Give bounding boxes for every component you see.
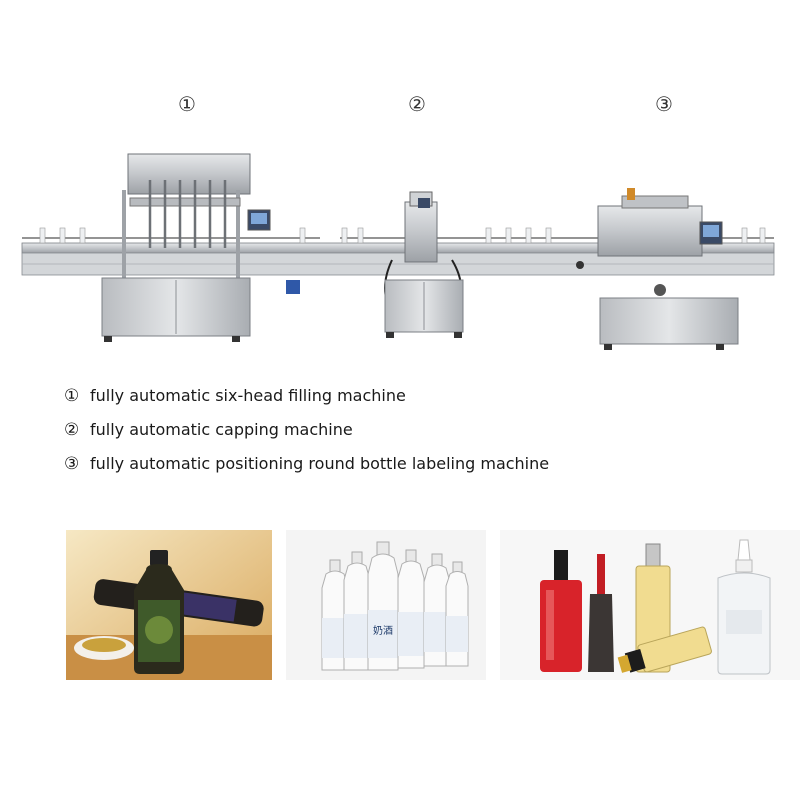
nail-polish-bottle bbox=[540, 550, 582, 672]
step-marker-1: ① bbox=[178, 92, 196, 116]
caption-2: ② fully automatic capping machine bbox=[64, 418, 549, 452]
caption-3: ③ fully automatic positioning round bott… bbox=[64, 452, 549, 486]
caption-1: ① fully automatic six-head filling machi… bbox=[64, 384, 549, 418]
caption-1-text: fully automatic six-head filling machine bbox=[90, 386, 406, 405]
machine-captions: ① fully automatic six-head filling machi… bbox=[64, 384, 549, 486]
caption-2-text: fully automatic capping machine bbox=[90, 420, 353, 439]
capping-machine bbox=[384, 191, 464, 338]
cosmetic-bottles-photo bbox=[500, 530, 800, 680]
six-head-filling-machine bbox=[101, 153, 300, 342]
white-bottles-photo: 奶酒 bbox=[286, 530, 486, 680]
step-marker-2: ② bbox=[408, 92, 426, 116]
conveyor-belt bbox=[21, 237, 775, 276]
conveyor-bottles bbox=[39, 227, 766, 244]
bottle-label-text: 奶酒 bbox=[373, 625, 393, 637]
white-bottles-group: 奶酒 bbox=[321, 541, 469, 671]
clear-dropper-bottle bbox=[717, 539, 771, 675]
sauce-bottle-photo bbox=[66, 530, 272, 680]
production-line-illustration bbox=[21, 153, 775, 350]
caption-3-number: ③ bbox=[64, 454, 80, 474]
step-marker-3: ③ bbox=[655, 92, 673, 116]
oil-bottle-lying bbox=[617, 626, 712, 673]
caption-3-text: fully automatic positioning round bottle… bbox=[90, 454, 550, 473]
caption-1-number: ① bbox=[64, 386, 80, 406]
labeling-machine bbox=[576, 188, 739, 350]
nail-polish-brush bbox=[588, 554, 614, 672]
caption-2-number: ② bbox=[64, 420, 80, 440]
